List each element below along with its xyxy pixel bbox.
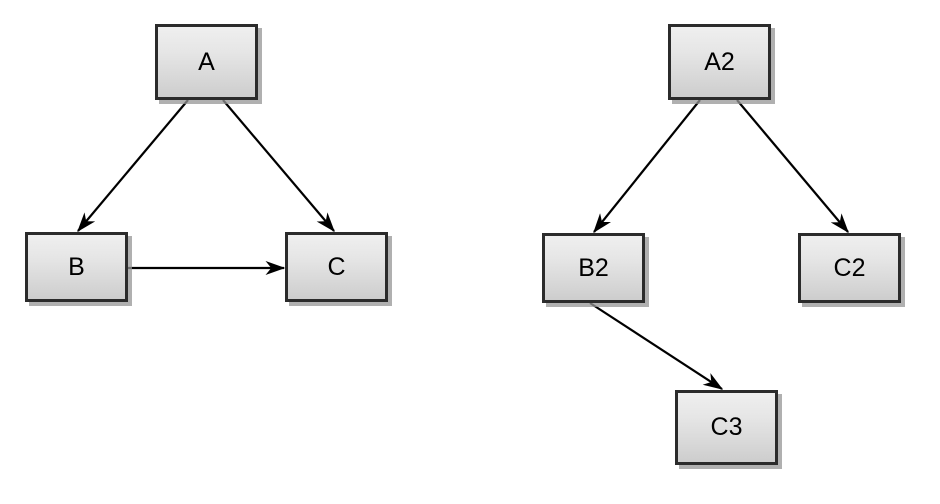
edge-a-to-b [77,99,189,233]
node-c[interactable]: C [285,232,388,302]
node-label-b: B [68,252,85,281]
node-label-c3: C3 [710,413,743,441]
edge-a2-to-c2 [736,99,849,234]
edge-b2-to-c3 [589,302,724,390]
edge-a2-to-b2 [593,99,701,234]
node-c2[interactable]: C2 [798,233,901,303]
node-b2[interactable]: B2 [542,233,645,303]
node-label-c2: C2 [833,253,866,282]
node-c3[interactable]: C3 [675,390,778,465]
node-a[interactable]: A [155,24,258,100]
node-label-a: A [198,47,215,76]
edge-a-to-c [222,99,335,233]
edges-group [77,99,849,390]
node-b[interactable]: B [25,232,128,302]
node-label-c: C [327,252,346,281]
node-a2[interactable]: A2 [668,24,771,100]
node-label-b2: B2 [578,253,609,282]
node-label-a2: A2 [704,47,735,76]
